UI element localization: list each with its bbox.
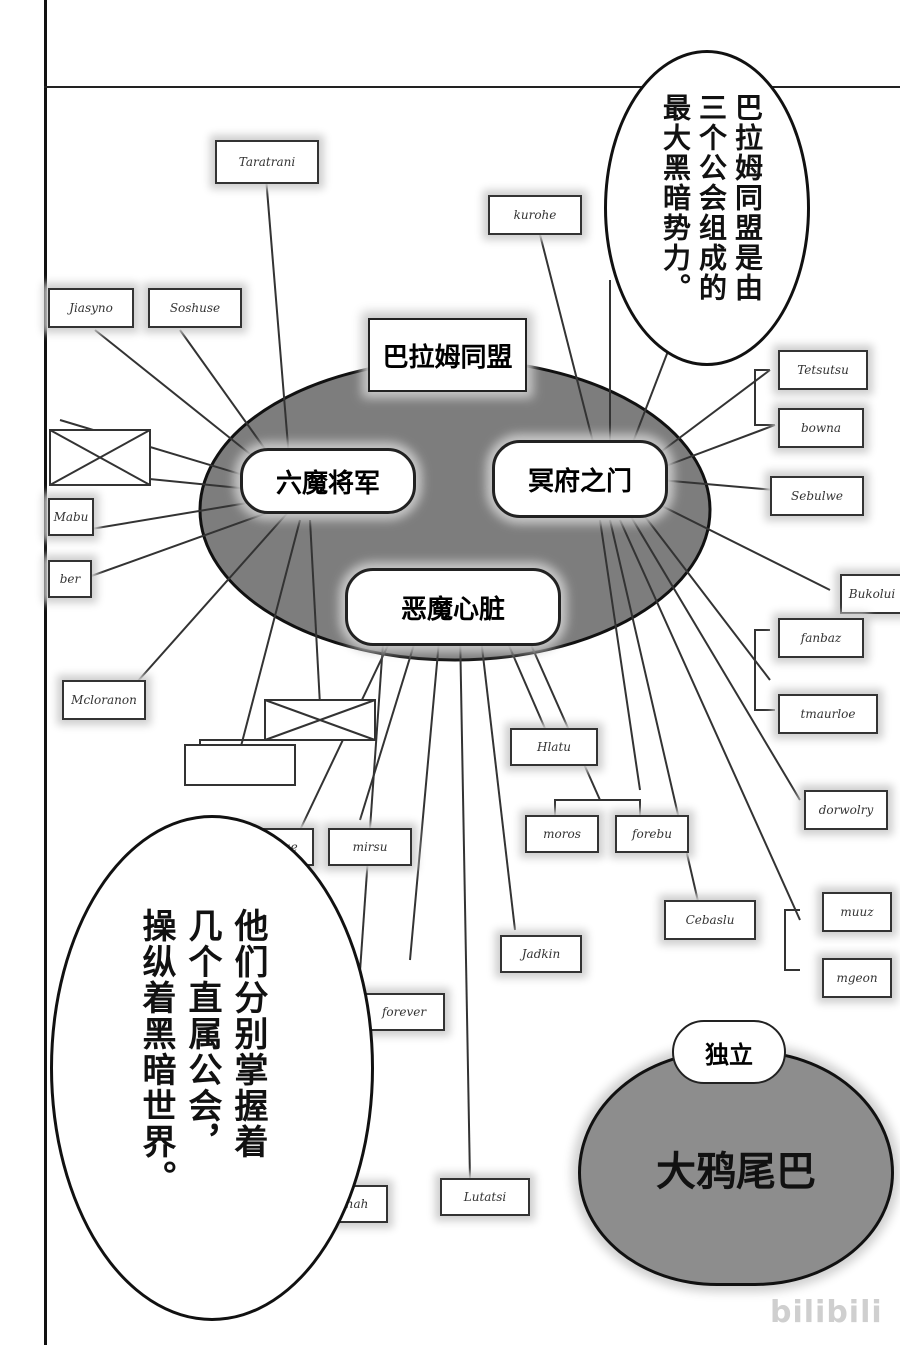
sub-guild-tag: dorwolry — [804, 790, 888, 830]
independent-label: 独立 — [672, 1020, 786, 1084]
sub-guild-tag: bowna — [778, 408, 864, 448]
sub-guild-tag: moros — [525, 815, 599, 853]
sub-guild-tag: forever — [363, 993, 445, 1031]
watermark: bilibili — [770, 1295, 883, 1330]
sub-guild-tag: Cebaslu — [664, 900, 756, 940]
sub-guild-tag: Sebulwe — [770, 476, 864, 516]
speech-bubble-bottom-text: 他们分别掌握着 几个直属公会， 操纵着黑暗世界。 — [136, 908, 268, 1196]
guild-label-meifu: 冥府之门 — [492, 440, 668, 518]
panel-top-border — [44, 86, 900, 88]
speech-bubble-bottom: 他们分别掌握着 几个直属公会， 操纵着黑暗世界。 — [50, 815, 374, 1321]
sub-guild-tag: Taratrani — [215, 140, 319, 184]
alliance-title: 巴拉姆同盟 — [368, 318, 527, 392]
sub-guild-tag: kurohe — [488, 195, 582, 235]
sub-guild-tag: tmaurloe — [778, 694, 878, 734]
sub-guild-tag: Mabu — [48, 498, 94, 536]
sub-guild-tag: forebu — [615, 815, 689, 853]
sub-guild-tag: Tetsutsu — [778, 350, 868, 390]
sub-guild-tag: Lutatsi — [440, 1178, 530, 1216]
sub-guild-tag: Mcloranon — [62, 680, 146, 720]
sub-guild-tag: Hlatu — [510, 728, 598, 766]
sub-guild-tag: fanbaz — [778, 618, 864, 658]
guild-label-rokuma: 六魔将军 — [240, 448, 416, 514]
sub-guild-tag: Bukolui — [840, 574, 900, 614]
page-left-border — [44, 0, 47, 1345]
sub-guild-tag: mirsu — [328, 828, 412, 866]
sub-guild-tag: ber — [48, 560, 92, 598]
independent-guild-name: 大鸦尾巴 — [578, 1050, 894, 1286]
sub-guild-tag: Jadkin — [500, 935, 582, 973]
sub-guild-tag: Soshuse — [148, 288, 242, 328]
sub-guild-tag: muuz — [822, 892, 892, 932]
sub-guild-tag: Jiasyno — [48, 288, 134, 328]
speech-bubble-top-text: 巴拉姆同盟是由 三个公会组成的 最大黑暗势力。 — [659, 93, 764, 303]
sub-guild-tag: mgeon — [822, 958, 892, 998]
speech-bubble-top: 巴拉姆同盟是由 三个公会组成的 最大黑暗势力。 — [604, 50, 810, 366]
guild-label-akuma: 恶魔心脏 — [345, 568, 561, 646]
